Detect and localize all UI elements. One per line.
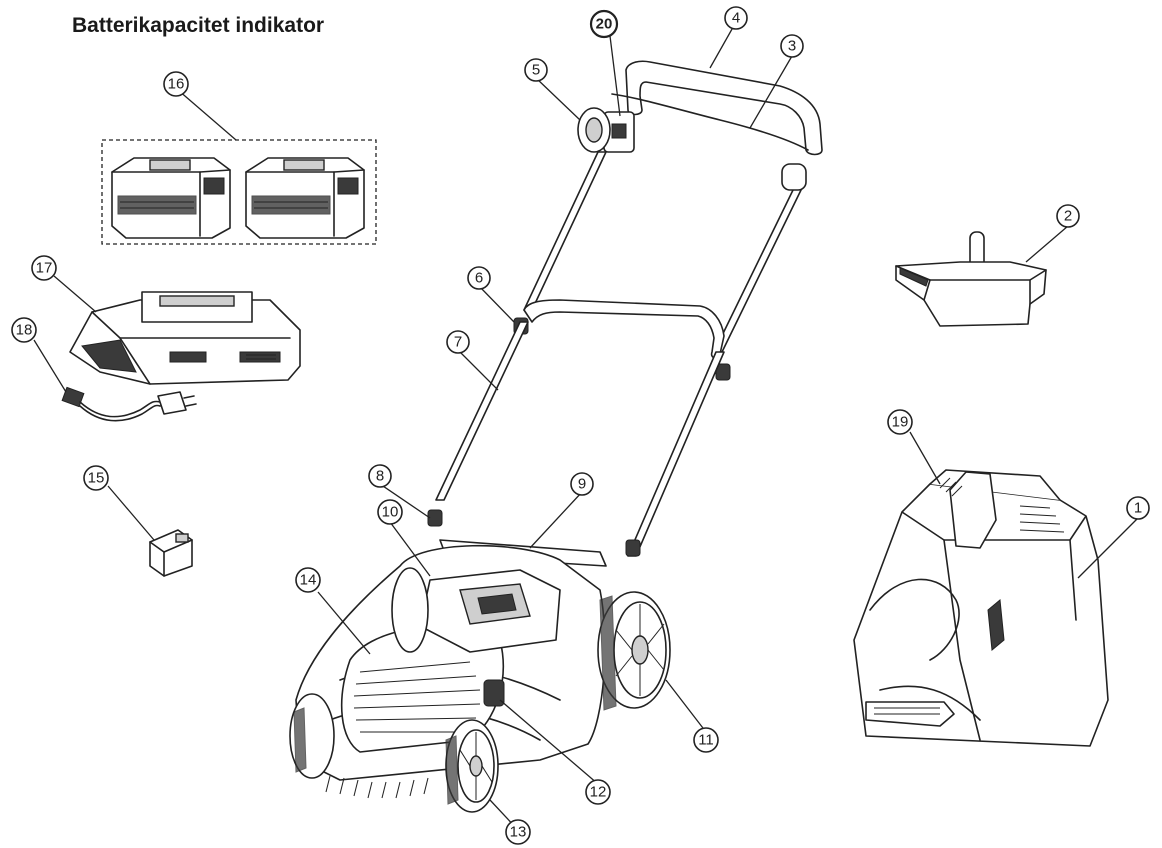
mulch-insert <box>895 231 1047 327</box>
svg-text:14: 14 <box>300 572 317 589</box>
svg-text:10: 10 <box>382 504 399 521</box>
svg-text:2: 2 <box>1064 208 1072 225</box>
mower-handle <box>435 60 823 557</box>
callout-9: 9 <box>570 472 594 496</box>
svg-text:1: 1 <box>1134 500 1142 517</box>
svg-text:4: 4 <box>732 10 740 27</box>
svg-text:8: 8 <box>376 468 384 485</box>
callout-18: 18 <box>11 317 37 343</box>
battery-right <box>245 157 365 239</box>
grass-catcher <box>853 469 1109 747</box>
leader-lines <box>33 21 1139 831</box>
svg-text:11: 11 <box>698 732 714 749</box>
svg-text:12: 12 <box>590 784 607 801</box>
svg-text:19: 19 <box>892 414 909 431</box>
svg-text:6: 6 <box>475 270 483 287</box>
callout-17: 17 <box>31 255 57 281</box>
battery-charger <box>69 291 301 385</box>
callout-8: 8 <box>368 464 392 488</box>
callout-6: 6 <box>467 266 491 290</box>
svg-text:17: 17 <box>36 260 53 277</box>
svg-text:18: 18 <box>16 322 33 339</box>
svg-text:3: 3 <box>788 38 796 55</box>
callout-10: 10 <box>377 499 403 525</box>
callout-3: 3 <box>780 34 804 58</box>
callout-11: 11 <box>693 727 719 753</box>
page-title: Batterikapacitet indikator <box>72 14 325 37</box>
callout-5: 5 <box>524 58 548 82</box>
callout-19: 19 <box>887 409 913 435</box>
power-cord <box>61 386 197 422</box>
svg-text:7: 7 <box>454 334 462 351</box>
svg-text:20: 20 <box>596 16 613 33</box>
svg-text:16: 16 <box>168 76 185 93</box>
svg-text:13: 13 <box>510 824 527 841</box>
callout-7: 7 <box>446 330 470 354</box>
battery-left <box>111 157 231 239</box>
callout-15: 15 <box>83 465 109 491</box>
callout-12: 12 <box>585 779 611 805</box>
mower-body <box>289 509 671 813</box>
callout-2: 2 <box>1056 204 1080 228</box>
battery-pack-pair <box>101 139 377 245</box>
callout-16: 16 <box>163 71 189 97</box>
safety-key <box>149 529 193 577</box>
callout-13: 13 <box>505 819 531 845</box>
svg-text:9: 9 <box>578 476 586 493</box>
svg-text:15: 15 <box>88 470 105 487</box>
callout-20: 20 <box>589 9 619 39</box>
callout-14: 14 <box>295 567 321 593</box>
callout-1: 1 <box>1126 496 1150 520</box>
svg-text:5: 5 <box>532 62 540 79</box>
callout-4: 4 <box>724 6 748 30</box>
